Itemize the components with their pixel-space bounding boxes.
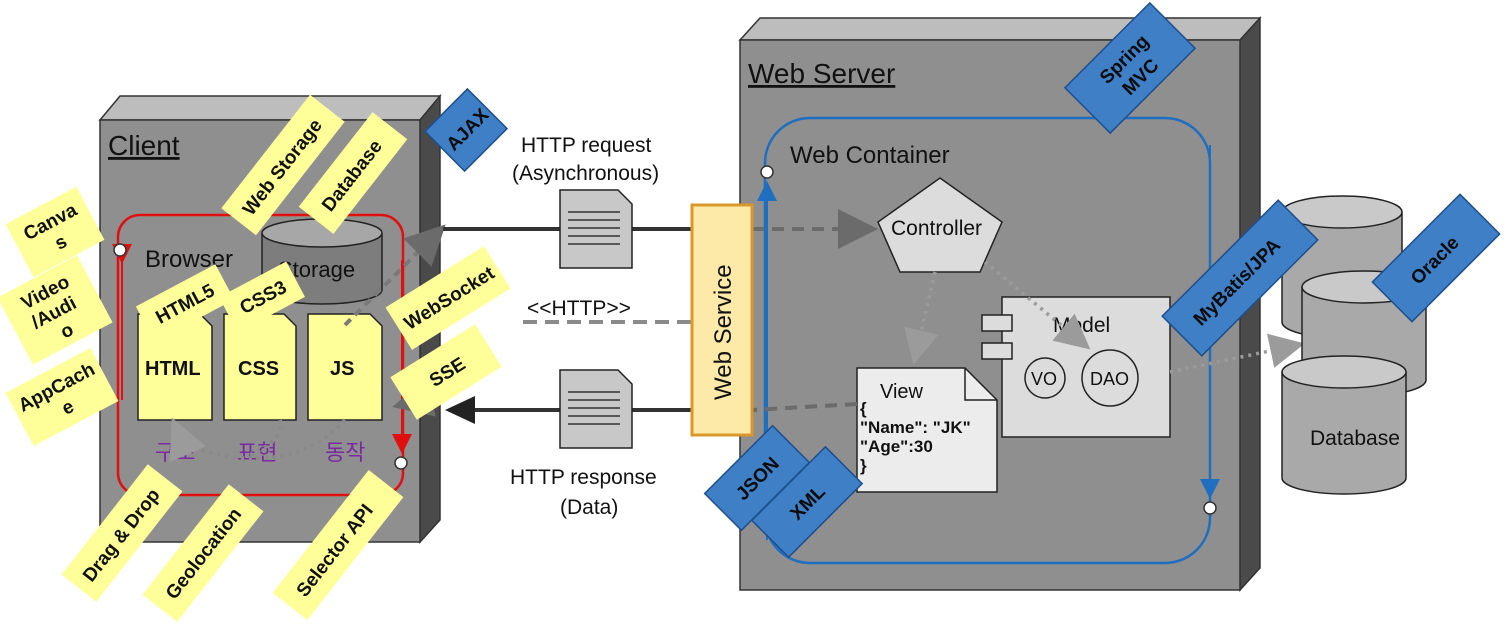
response-label-1: (Data): [560, 496, 618, 519]
http-channel: <<HTTP>>: [523, 297, 692, 324]
browser-label: Browser: [145, 246, 233, 273]
request-label-1: (Asynchronous): [512, 162, 659, 185]
doc-css: CSS: [223, 313, 297, 421]
role-behavior: 동작: [325, 440, 365, 465]
dao-label: DAO: [1090, 369, 1129, 389]
tag-oracle: Oracle: [1371, 193, 1501, 323]
role-presentation: 표현: [237, 440, 277, 465]
web-service-box: Web Service: [690, 203, 754, 437]
view-node: View { "Name": "JK" "Age":30 }: [856, 367, 998, 493]
view-body-1: "Name": "JK": [860, 418, 971, 437]
tag-json: JSON: [703, 424, 811, 532]
view-title: View: [880, 381, 924, 403]
response-channel: HTTP response (Data): [445, 369, 692, 519]
controller-label: Controller: [891, 217, 982, 240]
web-container-label: Web Container: [790, 142, 950, 169]
doc-js-label: JS: [330, 358, 354, 380]
client-title: Client: [108, 130, 180, 161]
database-label: Database: [1310, 427, 1400, 450]
view-body-3: }: [860, 456, 867, 475]
doc-css-label: CSS: [238, 358, 279, 380]
web-server-title: Web Server: [748, 58, 895, 89]
request-channel: HTTP request (Asynchronous): [443, 134, 692, 269]
request-label-0: HTTP request: [521, 134, 651, 157]
model-label: Model: [1053, 314, 1110, 337]
model-node: Model VO DAO: [981, 296, 1171, 438]
note-sse: SSE: [390, 324, 502, 420]
tag-spring-mvc: Spring MVC: [1063, 1, 1197, 135]
controller-node: Controller: [877, 177, 1003, 273]
view-body-0: {: [860, 399, 867, 418]
doc-js: JS: [307, 313, 383, 421]
vo-label: VO: [1031, 369, 1057, 389]
response-label-0: HTTP response: [510, 466, 657, 489]
web-service-label: Web Service: [710, 264, 737, 400]
doc-html: HTML: [137, 313, 213, 421]
tag-ajax: AJAX: [423, 87, 509, 173]
note-canvas: Canva s: [5, 186, 105, 278]
view-body-2: "Age":30: [860, 437, 933, 456]
tag-xml: XML: [750, 445, 864, 559]
http-label: <<HTTP>>: [527, 297, 631, 320]
note-video-audio: Video /Audi o: [0, 255, 113, 365]
doc-html-label: HTML: [145, 358, 201, 380]
